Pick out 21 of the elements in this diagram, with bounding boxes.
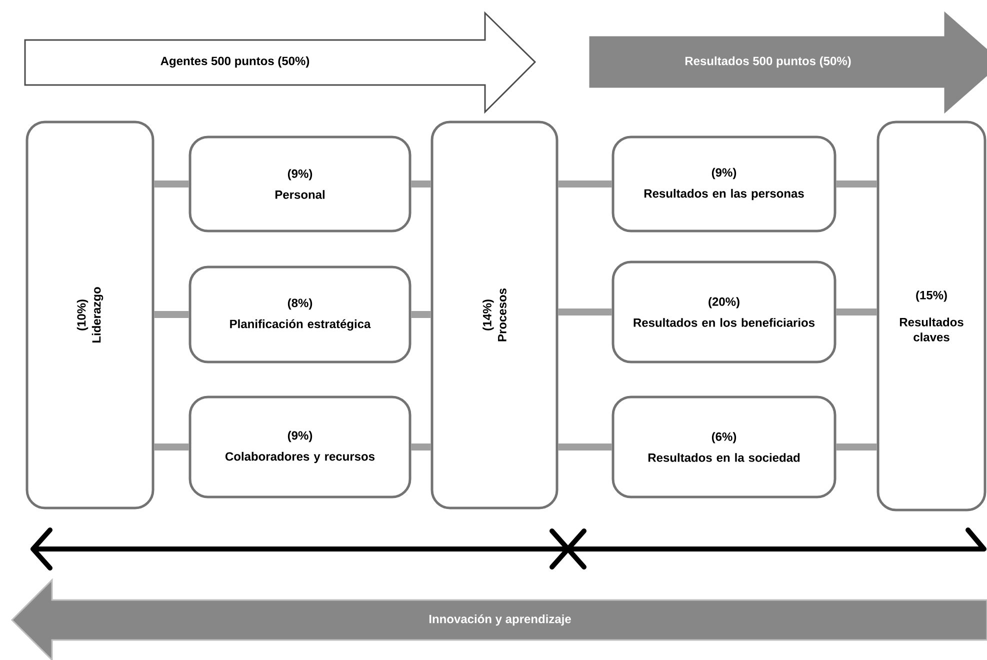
connector-line <box>154 444 189 450</box>
connector-line <box>836 308 877 316</box>
pillar-box: (14%) Procesos <box>430 120 558 510</box>
connector-line <box>411 180 431 188</box>
connector-line <box>836 444 877 450</box>
criterion-box: (9%) Colaboradores y recursos <box>188 396 412 498</box>
criterion-box: (6%) Resultados en la sociedad <box>612 396 836 498</box>
criterion-box: (8%) Planificación estratégica <box>188 266 412 364</box>
connector-line <box>558 444 612 450</box>
criterion-box: (20%) Resultados en los beneficiarios <box>612 260 836 364</box>
connector-line <box>154 180 189 188</box>
connector-line <box>558 308 612 316</box>
pillar-box: (15%) Resultados claves <box>876 120 986 512</box>
connector-line <box>154 311 189 318</box>
connector-line <box>411 444 431 450</box>
pillar-box: (10%) Liderazgo <box>26 120 154 510</box>
connector-line <box>411 311 431 318</box>
connector-line <box>558 180 612 188</box>
connector-line <box>836 180 877 188</box>
criterion-box: (9%) Personal <box>188 136 412 232</box>
criterion-box: (9%) Resultados en las personas <box>612 136 836 232</box>
